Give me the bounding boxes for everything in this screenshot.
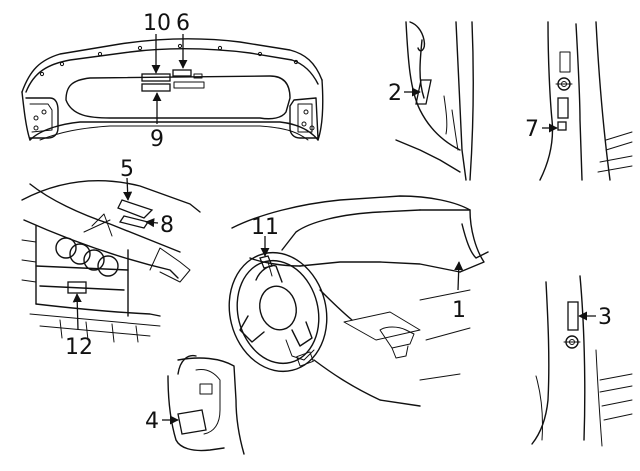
b-pillar-view-3 — [531, 275, 633, 447]
label-7-ref — [557, 97, 569, 119]
callout-4: 4 — [145, 409, 159, 434]
door-pocket-view — [167, 354, 245, 455]
leader-5 — [123, 177, 133, 201]
callout-12: 12 — [65, 335, 93, 360]
callout-6: 6 — [176, 11, 190, 36]
callout-3: 3 — [598, 305, 612, 330]
callout-1: 1 — [452, 298, 466, 323]
hood-panel-view — [21, 38, 324, 141]
callout-numbers: 1 2 3 4 5 6 7 8 9 10 11 12 — [65, 11, 612, 434]
leader-8 — [145, 218, 159, 228]
callout-10: 10 — [143, 11, 171, 36]
label-10 — [141, 73, 171, 82]
front-grille-view — [21, 180, 201, 343]
callout-9: 9 — [150, 127, 164, 152]
callout-11: 11 — [251, 215, 279, 240]
label-7 — [557, 121, 567, 131]
b-pillar-view-7 — [539, 21, 633, 181]
dashboard-view — [228, 195, 489, 407]
label-6 — [172, 69, 192, 77]
leader-12 — [72, 293, 82, 331]
label-4 — [177, 409, 207, 435]
leader-1 — [454, 261, 464, 291]
door-jamb-view-2 — [395, 21, 475, 181]
label-12 — [67, 281, 87, 294]
label-5 — [117, 199, 154, 219]
callout-2: 2 — [388, 81, 402, 106]
leader-lines — [72, 34, 596, 425]
callout-7: 7 — [525, 117, 539, 142]
label-3 — [567, 301, 579, 331]
label-9 — [141, 83, 171, 92]
label-8 — [118, 215, 150, 229]
callout-8: 8 — [160, 213, 174, 238]
callout-5: 5 — [120, 157, 134, 182]
